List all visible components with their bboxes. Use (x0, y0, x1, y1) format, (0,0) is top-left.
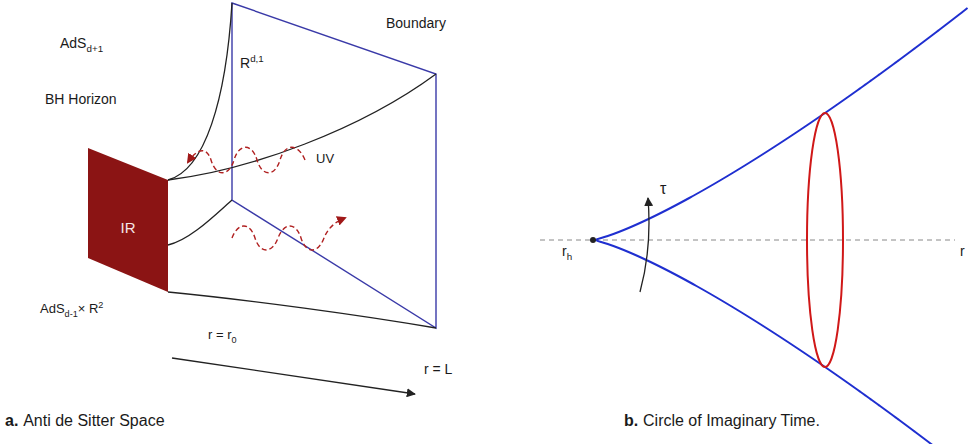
axis-line (540, 240, 955, 241)
label-text: Circle of Imaginary Time. (643, 412, 820, 429)
superscript: d,1 (250, 53, 264, 64)
boundary-plane (232, 3, 436, 328)
space-label: AdSd+1 (60, 36, 103, 55)
superscript: 2 (98, 300, 103, 310)
label-text: r (562, 243, 567, 259)
uv-label: UV (316, 152, 334, 166)
panel-caption: a. Anti de Sitter Space (5, 412, 165, 430)
tau-arrow (640, 198, 649, 292)
label-text: τ (660, 180, 666, 197)
label-text: r (960, 243, 965, 259)
label-text: UV (316, 151, 334, 166)
subscript: h (567, 251, 572, 262)
horizon-radius-label: rh (562, 244, 572, 263)
radius-label: r = L (424, 362, 452, 377)
ads-curve (168, 74, 436, 180)
subscript: 0 (231, 335, 236, 345)
horizon-label: BH Horizon (45, 92, 117, 107)
radius-label: r = r0 (208, 328, 237, 345)
tau-label: τ (660, 180, 666, 198)
boundary-space-label: Rd,1 (240, 54, 264, 71)
near-horizon-label: AdSd-1× R2 (40, 300, 103, 319)
wave-arrow (232, 218, 345, 250)
ads-curve (168, 292, 436, 328)
label-text: BH Horizon (45, 91, 117, 107)
horizon-box: IR (88, 148, 168, 292)
label-text: × R (78, 301, 99, 316)
region-label: IR (88, 220, 168, 237)
subscript: d+1 (86, 43, 103, 54)
label-text: r = r (208, 327, 231, 342)
label-text: r = L (424, 361, 452, 377)
subscript: d-1 (65, 309, 78, 319)
label-text: Boundary (386, 15, 446, 31)
label-text: b. (624, 412, 638, 429)
boundary-label: Boundary (386, 16, 446, 31)
horizon-dot (590, 237, 596, 243)
label-text: a. (5, 412, 18, 429)
label-text: R (240, 55, 250, 71)
time-circle (807, 113, 843, 367)
cigar-curve (596, 8, 968, 444)
panel-caption: b. Circle of Imaginary Time. (624, 412, 820, 430)
ads-curve (168, 200, 232, 245)
radial-arrow (172, 358, 415, 394)
ads-curve (168, 3, 232, 180)
label-text: Anti de Sitter Space (23, 412, 164, 429)
horizon-fill (88, 148, 168, 292)
label-text: AdS (60, 35, 86, 51)
label-text: AdS (40, 301, 65, 316)
wave-arrow (188, 147, 305, 173)
radius-axis-label: r (960, 244, 965, 259)
